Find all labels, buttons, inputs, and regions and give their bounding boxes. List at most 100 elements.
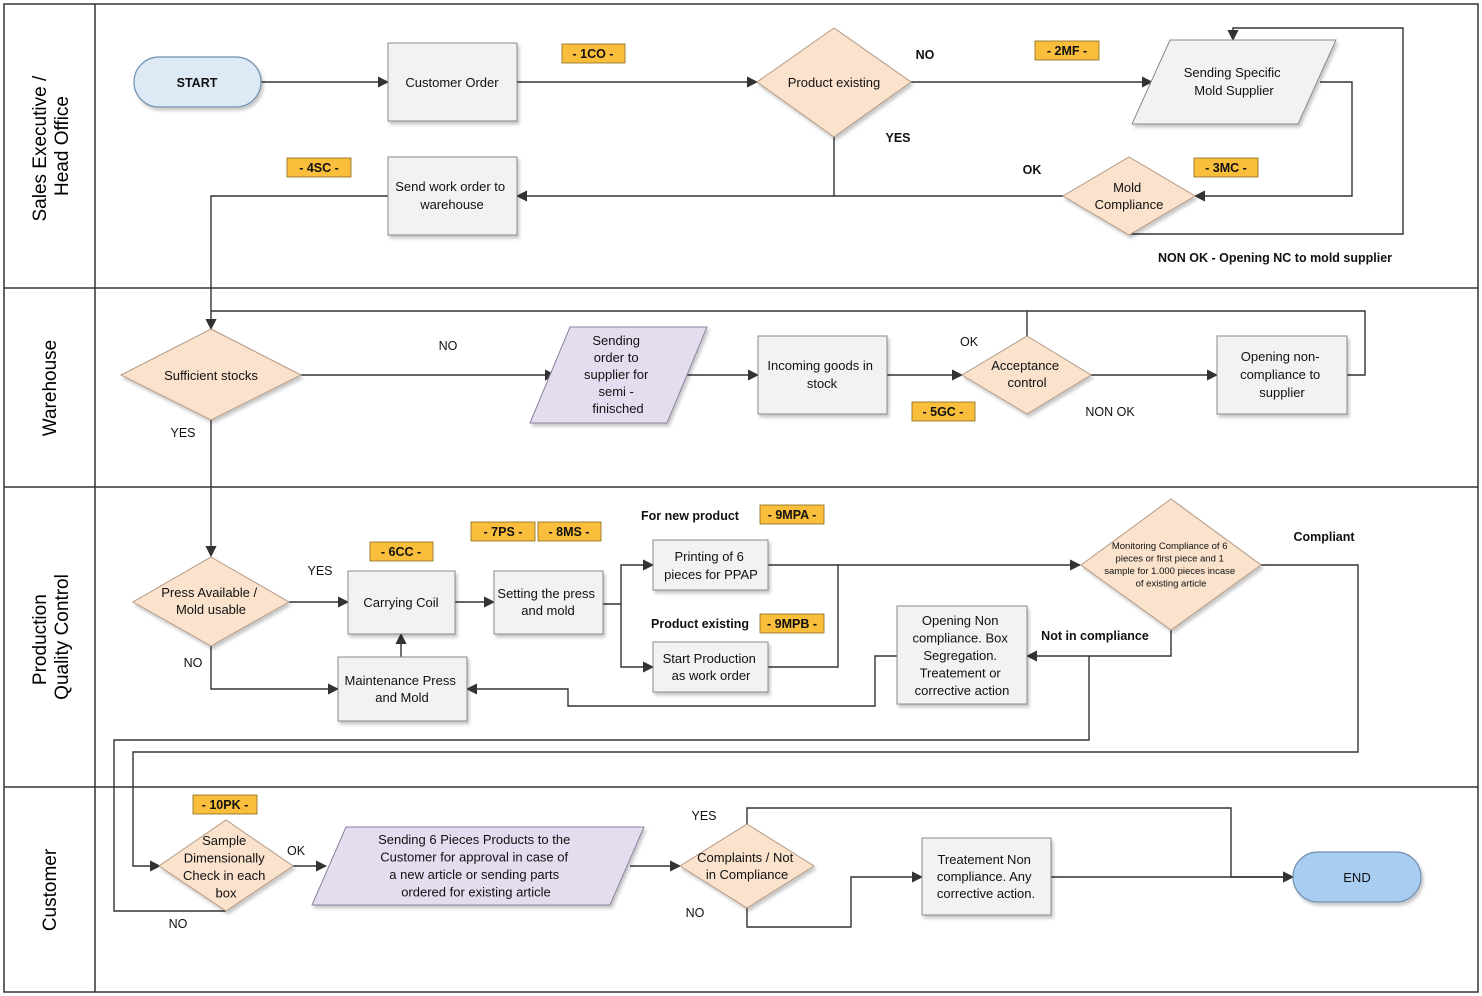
tag-9mpa: - 9MPA - [759,504,825,525]
tag-1co: - 1CO - [561,43,626,64]
arrow-complaints-no-to-treatment [746,871,924,928]
label-ok-sample: OK [287,844,306,858]
sending-order-supplier-label: Sending order to supplier for semi - fin… [584,333,652,416]
product-existing-label: Product existing [788,75,881,90]
label-yes-product: YES [885,131,910,145]
lane-title-warehouse: Warehouse [40,340,61,436]
opening-nc-box-label: Opening Non compliance. Box Segregation.… [912,613,1011,698]
svg-text:- 4SC -: - 4SC - [299,161,339,175]
sufficient-stocks-label: Sufficient stocks [164,368,258,383]
node-customer-order: Customer Order [387,42,518,122]
label-no-product: NO [916,48,935,62]
node-sample-check: Sample Dimensionally Check in each box [158,819,294,912]
svg-text:- 5GC -: - 5GC - [923,405,964,419]
acceptance-control-label: Acceptance control [991,358,1063,390]
node-press-available: Press Available / Mold usable [131,556,291,647]
incoming-goods-label: Incoming goods in stock [767,358,876,391]
node-opening-nc-supplier: Opening non- compliance to supplier [1216,335,1348,415]
node-sending-mold-supplier: Sending Specific Mold Supplier [1131,39,1337,125]
arrow-mold-to-compliance [1193,81,1353,202]
node-sufficient-stocks: Sufficient stocks [119,328,303,421]
start-label: START [177,76,218,90]
tag-10pk: - 10PK - [192,794,258,815]
arrow-workorder-to-stocks [205,195,388,331]
svg-text:- 2MF -: - 2MF - [1047,44,1087,58]
arrow-nc-to-maintenance [465,655,897,707]
tag-6cc: - 6CC - [369,541,434,562]
lane-title-sales: Sales Executive / Head Office [30,70,73,221]
label-no-sample: NO [169,917,188,931]
label-no-stock: NO [439,339,458,353]
label-yes-stock: YES [170,426,195,440]
tag-2mf: - 2MF - [1034,40,1100,61]
arrow-monitoring-not-to-nc [1025,628,1172,662]
label-not-in-compliance: Not in compliance [1041,629,1149,643]
node-end: END [1292,851,1422,903]
label-non-ok-accept: NON OK [1085,405,1135,419]
customer-order-label: Customer Order [405,75,499,90]
node-opening-nc-box: Opening Non compliance. Box Segregation.… [896,605,1028,705]
label-compliant: Compliant [1293,530,1355,544]
start-production-label: Start Production as work order [663,651,760,683]
end-label: END [1343,870,1370,885]
svg-text:- 7PS -: - 7PS - [484,525,523,539]
node-complaints: Complaints / Not in Compliance [679,823,815,909]
arrow-nc-supplier-loop [211,310,1366,376]
lane-title-production: Production Quality Control [30,574,73,700]
node-printing-ppap: Printing of 6 pieces for PPAP [652,539,769,591]
tag-3mc: - 3MC - [1193,157,1259,178]
svg-text:- 3MC -: - 3MC - [1205,161,1247,175]
svg-text:- 9MPA -: - 9MPA - [768,508,817,522]
lane-title-customer: Customer [40,848,61,931]
svg-text:- 6CC -: - 6CC - [381,545,421,559]
arrow-setting-to-production [620,604,655,673]
arrow-production-to-monitoring [768,565,839,668]
node-carrying-coil: Carrying Coil [347,570,456,635]
sending-mold-label: Sending Specific Mold Supplier [1184,65,1284,98]
label-ok-accept: OK [960,335,979,349]
tag-8ms: - 8MS - [537,521,602,542]
setting-press-label: Setting the press and mold [497,586,598,618]
complaints-label: Complaints / Not in Compliance [697,850,797,882]
label-for-new-product: For new product [641,509,740,523]
label-no-press: NO [184,656,203,670]
step-tags: - 1CO - - 2MF - - 3MC - - 4SC - - 5GC - … [192,40,1259,815]
tag-7ps: - 7PS - [470,521,536,542]
tag-4sc: - 4SC - [286,157,352,178]
node-incoming-goods: Incoming goods in stock [757,335,888,415]
node-sending-6-pieces: Sending 6 Pieces Products to the Custome… [311,826,645,906]
arrow-mold-nonok-loop [1130,27,1404,235]
sample-check-label: Sample Dimensionally Check in each box [183,833,269,901]
node-mold-compliance: Mold Compliance [1062,156,1196,236]
mold-compliance-label: Mold Compliance [1095,180,1164,212]
opening-nc-supplier-label: Opening non- compliance to supplier [1240,349,1324,400]
maintenance-label: Maintenance Press and Mold [345,673,460,705]
label-yes-complaints: YES [691,809,716,823]
node-send-work-order: Send work order to warehouse [387,156,518,236]
tag-5gc: - 5GC - [911,401,976,422]
node-start-production: Start Production as work order [652,641,769,693]
treatment-nc-label: Treatement Non compliance. Any correctiv… [937,852,1035,901]
svg-text:- 1CO -: - 1CO - [573,47,614,61]
printing-ppap-label: Printing of 6 pieces for PPAP [664,549,758,582]
node-acceptance-control: Acceptance control [961,335,1092,415]
arrow-setting-to-printing [603,559,655,605]
node-setting-press: Setting the press and mold [493,570,604,635]
node-sending-order-supplier: Sending order to supplier for semi - fin… [529,326,708,424]
press-available-label: Press Available / Mold usable [161,585,261,617]
arrow-press-no-to-maintenance [210,646,340,695]
label-yes-press: YES [307,564,332,578]
node-treatment-nc: Treatement Non compliance. Any correctiv… [921,837,1052,916]
send-work-order-label: Send work order to warehouse [395,179,508,212]
node-start: START [133,56,262,108]
label-ok-mold: OK [1023,163,1042,177]
connectors [113,27,1404,928]
carrying-coil-label: Carrying Coil [363,595,438,610]
svg-text:- 9MPB -: - 9MPB - [767,617,817,631]
node-product-existing: Product existing [756,27,912,138]
label-no-complaints: NO [686,906,705,920]
arrow-sample-no-loop [113,656,1090,912]
tag-9mpb: - 9MPB - [759,613,825,634]
